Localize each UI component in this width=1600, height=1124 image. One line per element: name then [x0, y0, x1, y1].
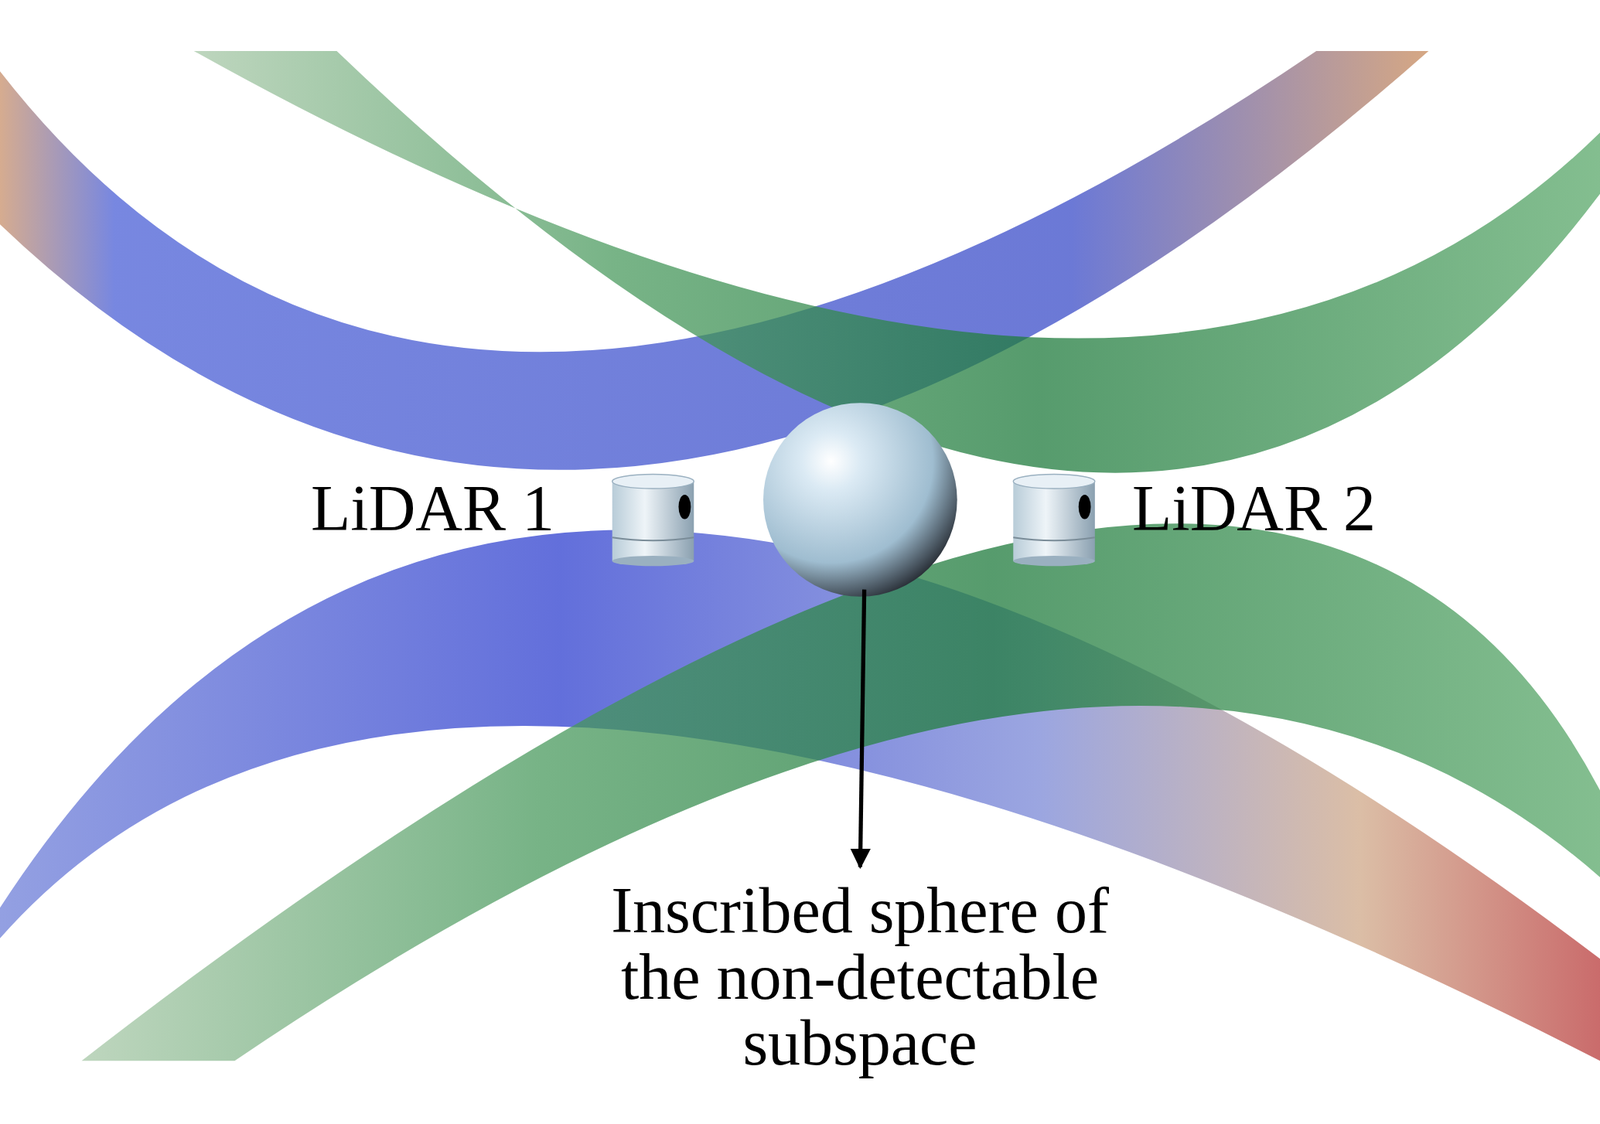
green-upper-band [194, 51, 1600, 474]
cylinder-bottom [1013, 556, 1096, 567]
leader-arrow [859, 590, 864, 868]
cylinder-top [1013, 474, 1096, 489]
cylinder-top [612, 474, 695, 489]
lidar-sensor [612, 474, 695, 567]
cylinder-seam [612, 537, 695, 541]
lidar-sensor [1013, 474, 1096, 567]
sensor-window [1078, 494, 1092, 520]
inscribed-sphere [763, 402, 958, 598]
sensor-label: LiDAR 1 [310, 475, 555, 543]
cylinder-seam [1013, 537, 1096, 541]
sensor-window [678, 494, 691, 520]
callout-label: Inscribed sphere of the non-detectable s… [589, 877, 1131, 1077]
sensor-label: LiDAR 2 [1132, 475, 1376, 543]
cylinder-body [1013, 481, 1096, 562]
cylinder-bottom [612, 556, 695, 567]
cylinder-body [612, 481, 695, 562]
